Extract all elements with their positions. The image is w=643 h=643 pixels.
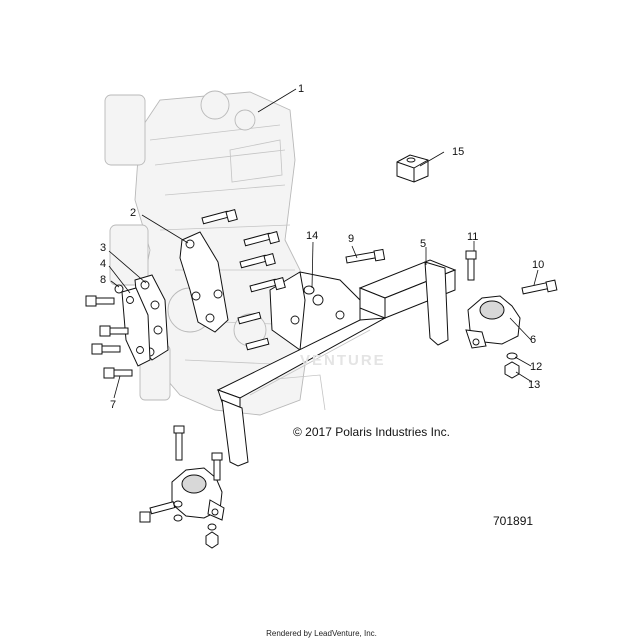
washers-and-nuts	[114, 284, 520, 549]
callout-9: 9	[348, 233, 354, 245]
callout-10: 10	[532, 259, 544, 271]
callout-15: 15	[452, 146, 464, 158]
engine-ghost	[104, 90, 326, 416]
callout-labels: 1 2 3 4 5 6 7 8 9 10 11 12 13 14 15	[100, 83, 544, 411]
engine-mount-left	[171, 467, 225, 521]
leader-lines	[108, 88, 539, 399]
part-5-crossmember	[216, 259, 457, 467]
part-15-block	[396, 154, 429, 183]
callout-6: 6	[530, 334, 536, 346]
copyright-notice: © 2017 Polaris Industries Inc.	[293, 425, 450, 439]
watermark-text: VENTURE	[300, 352, 386, 369]
callout-14: 14	[306, 230, 318, 242]
diagram-part-number: 701891	[493, 514, 534, 528]
part-2-link-plate	[179, 231, 229, 333]
callout-2: 2	[130, 207, 136, 219]
part-4-spacer-plate	[121, 287, 151, 367]
callout-8: 8	[100, 274, 106, 286]
callout-5: 5	[420, 238, 426, 250]
rendered-by-footer: Rendered by LeadVenture, Inc.	[266, 629, 377, 638]
callout-7: 7	[110, 399, 116, 411]
callout-1: 1	[298, 83, 304, 95]
callout-13: 13	[528, 379, 540, 391]
part-6-engine-mount-right	[465, 295, 521, 349]
bolts	[85, 209, 558, 523]
callout-3: 3	[100, 242, 106, 254]
callout-12: 12	[530, 361, 542, 373]
callout-11: 11	[467, 231, 478, 243]
callout-4: 4	[100, 258, 106, 270]
